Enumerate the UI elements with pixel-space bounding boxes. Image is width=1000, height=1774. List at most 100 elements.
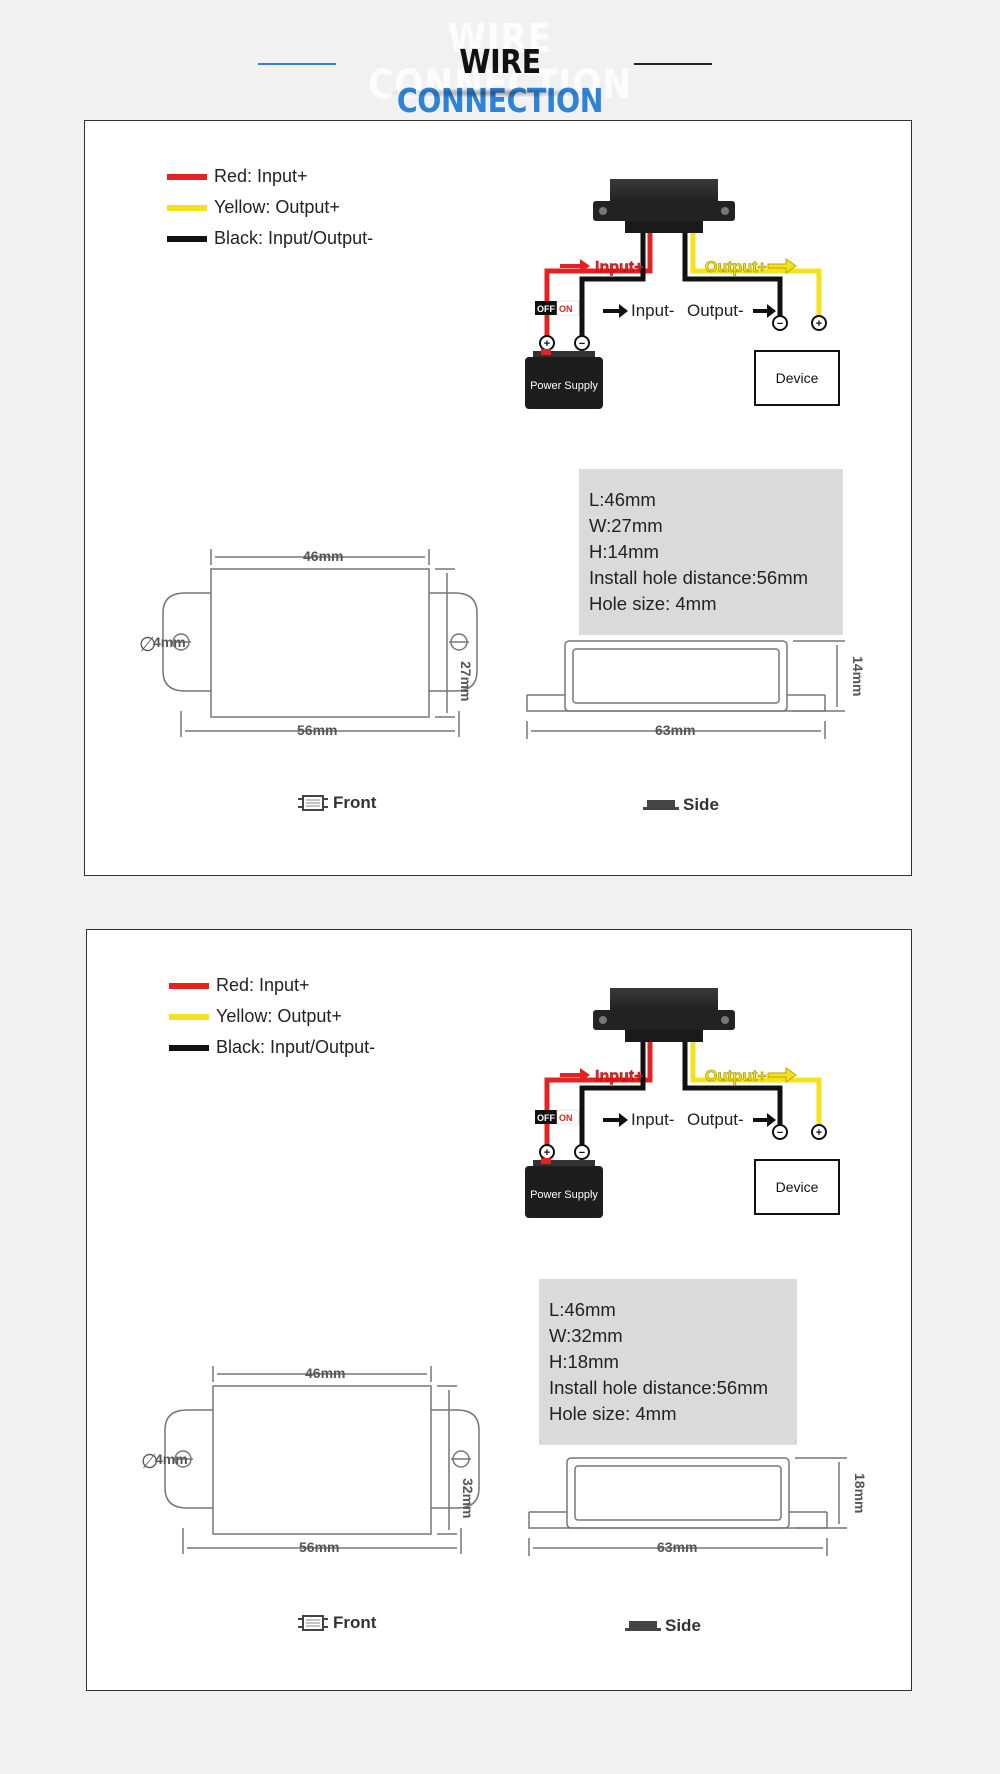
spec-length: L:46mm <box>549 1299 616 1320</box>
front-width-dim <box>212 1366 432 1382</box>
device-box: Device <box>754 350 840 406</box>
side-height-dim <box>793 640 845 712</box>
black-wire-input <box>579 1042 646 1145</box>
legend-item-red: Red: Input+ <box>167 161 373 192</box>
red-wire <box>544 233 653 336</box>
hole-size-label: 4mm <box>155 1451 188 1467</box>
front-hole-distance-dim <box>182 1528 462 1554</box>
side-view-icon <box>643 800 679 810</box>
output-plus-arrow-icon <box>767 258 797 274</box>
front-height-dim <box>435 568 455 718</box>
output-minus-label: Output- <box>687 301 744 320</box>
front-view-outline <box>164 1385 480 1535</box>
front-height-label: 32mm <box>460 1478 476 1518</box>
on-off-switch: OFF ON <box>535 1109 580 1125</box>
side-height-dim <box>795 1457 847 1529</box>
spec-hole-size: Hole size: 4mm <box>549 1403 677 1424</box>
front-hole-distance-label: 56mm <box>297 722 337 738</box>
input-minus-arrow-icon <box>603 304 628 318</box>
legend-label: Black: Input/Output- <box>216 1037 376 1057</box>
side-view-outline <box>526 640 826 712</box>
svg-text:+: + <box>816 1127 822 1139</box>
svg-text:∅: ∅ <box>141 1451 158 1473</box>
converter-module <box>593 988 735 1042</box>
side-view-text: Side <box>665 1616 701 1635</box>
output-minus-arrow-icon <box>753 304 776 318</box>
front-view-outline <box>162 568 478 718</box>
dimension-drawing: 46mm 27mm ∅ 4mm 56mm 63mm 14mm <box>139 548 866 739</box>
spec-length: L:46mm <box>589 489 656 510</box>
switch-on-label: ON <box>559 1113 573 1123</box>
input-plus-label: Input+ <box>595 259 643 276</box>
section-header: WIRE CONNECTION WIRE CONNECTION <box>0 0 1000 120</box>
on-off-switch: OFF ON <box>535 300 580 316</box>
input-minus-arrow-icon <box>603 1113 628 1127</box>
front-hole-distance-label: 56mm <box>299 1539 339 1555</box>
side-view-text: Side <box>683 795 719 814</box>
front-width-dim <box>210 549 430 565</box>
header-title-word1: WIRE <box>459 42 541 81</box>
input-minus-label: Input- <box>631 301 674 320</box>
wire-legend: Red: Input+ Yellow: Output+ Black: Input… <box>167 161 373 254</box>
output-minus-label: Output- <box>687 1110 744 1129</box>
header-title-word2: CONNECTION <box>396 81 604 120</box>
black-wire-input <box>579 233 646 336</box>
red-wire-swatch <box>167 173 207 180</box>
wiring-diagram: Input+ Output+ Input- Output- OFF ON + −… <box>525 179 840 409</box>
side-view-label: Side <box>625 1616 701 1636</box>
legend-label: Red: Input+ <box>216 975 310 995</box>
wiring-panel-2: Red: Input+ Yellow: Output+ Black: Input… <box>86 929 912 1691</box>
device-box: Device <box>754 1159 840 1215</box>
front-view-label: Front <box>297 1613 376 1633</box>
svg-text:−: − <box>579 1147 585 1159</box>
svg-text:∅: ∅ <box>139 634 156 656</box>
spec-width: W:27mm <box>589 515 663 536</box>
spec-height: H:18mm <box>549 1351 619 1372</box>
header-rule-right <box>634 63 712 65</box>
side-height-label: 14mm <box>850 656 866 696</box>
yellow-wire-swatch <box>169 1013 209 1020</box>
terminal-icons: + − − + <box>539 1124 827 1160</box>
legend-item-red: Red: Input+ <box>169 970 375 1001</box>
legend-label: Black: Input/Output- <box>214 228 374 248</box>
header-rule-left <box>258 63 336 65</box>
black-wire-output <box>682 233 783 316</box>
svg-text:+: + <box>816 318 822 330</box>
yellow-wire <box>690 1042 822 1125</box>
switch-off-label: OFF <box>537 1113 555 1123</box>
front-width-label: 46mm <box>305 1365 345 1381</box>
black-wire-swatch <box>167 235 207 242</box>
front-view-icon <box>298 1615 328 1631</box>
device-label: Device <box>776 370 819 386</box>
side-width-dim <box>528 1538 828 1556</box>
legend-item-yellow: Yellow: Output+ <box>169 1001 375 1032</box>
legend-item-black: Black: Input/Output- <box>167 223 373 254</box>
switch-off-label: OFF <box>537 304 555 314</box>
svg-text:+: + <box>544 338 550 350</box>
spec-height: H:14mm <box>589 541 659 562</box>
output-plus-label: Output+ <box>705 1068 767 1085</box>
black-wire-swatch <box>169 1044 209 1051</box>
input-plus-label: Input+ <box>595 1068 643 1085</box>
front-width-label: 46mm <box>303 548 343 564</box>
spec-box: L:46mm W:32mm H:18mm Install hole distan… <box>539 1279 797 1445</box>
front-height-dim <box>437 1385 457 1535</box>
side-view-outline <box>528 1457 828 1529</box>
side-width-dim <box>526 721 826 739</box>
legend-item-black: Black: Input/Output- <box>169 1032 375 1063</box>
switch-on-label: ON <box>559 304 573 314</box>
spec-box: L:46mm W:27mm H:14mm Install hole distan… <box>579 469 843 635</box>
spec-width: W:32mm <box>549 1325 623 1346</box>
side-width-label: 63mm <box>657 1539 697 1555</box>
input-plus-arrow-icon <box>560 259 590 273</box>
hole-size-label: 4mm <box>153 634 186 650</box>
svg-text:−: − <box>579 338 585 350</box>
wiring-panel-1: Red: Input+ Yellow: Output+ Black: Input… <box>84 120 912 876</box>
red-wire <box>544 1042 653 1145</box>
yellow-wire-swatch <box>167 204 207 211</box>
power-supply-battery: Power Supply <box>525 349 603 409</box>
input-minus-label: Input- <box>631 1110 674 1129</box>
side-view-icon <box>625 1621 661 1631</box>
spec-hole-distance: Install hole distance:56mm <box>589 567 809 588</box>
wiring-diagram: Input+ Output+ Input- Output- OFF ON + −… <box>525 988 840 1218</box>
